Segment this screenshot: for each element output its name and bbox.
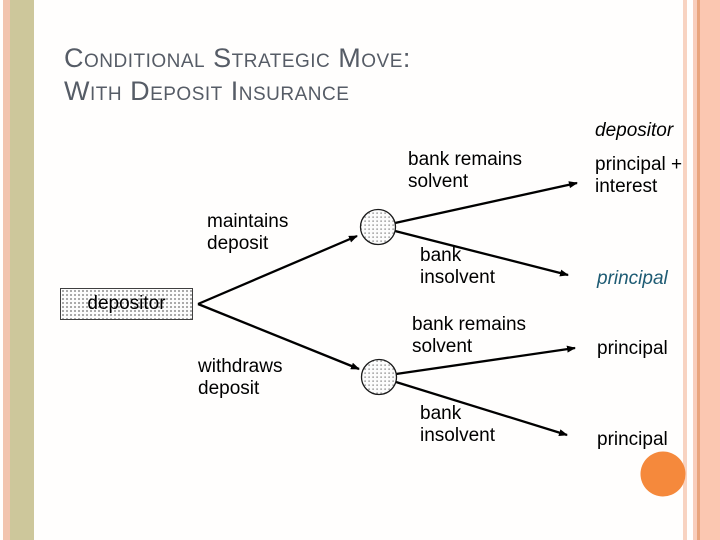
left-stripe-tan bbox=[10, 0, 34, 540]
accent-circle bbox=[640, 451, 686, 497]
branch-label-upper-bank-remains-solvent: bank remains solvent bbox=[408, 149, 523, 192]
payoff-principal-lower-insolvent: principal bbox=[597, 429, 668, 450]
slide-title-line1: Conditional Strategic Move: bbox=[64, 43, 411, 73]
branch-line-withdraws bbox=[197, 302, 360, 371]
branch-label-upper-bank-insolvent: bank insolvent bbox=[420, 245, 495, 288]
branch-line-maintains bbox=[197, 234, 358, 306]
branch-label-lower-bank-insolvent: bank insolvent bbox=[420, 403, 495, 446]
payoff-principal-lower-solvent: principal bbox=[597, 338, 668, 359]
decision-node-depositor: depositor bbox=[60, 288, 193, 320]
chance-node-upper bbox=[359, 208, 397, 246]
right-stripe-light bbox=[693, 0, 697, 540]
payoff-principal-highlighted: principal bbox=[597, 268, 668, 289]
branch-line-upper-insolvent bbox=[394, 229, 569, 277]
branch-label-lower-bank-remains-solvent: bank remains solvent bbox=[412, 314, 527, 357]
chance-node-lower bbox=[360, 358, 398, 396]
right-stripe-dark bbox=[697, 0, 700, 540]
branch-line-lower-insolvent bbox=[395, 380, 568, 437]
right-stripe-thin bbox=[683, 0, 687, 540]
slide-title: Conditional Strategic Move: With Deposit… bbox=[64, 42, 411, 108]
branch-label-withdraws-deposit: withdraws deposit bbox=[198, 356, 283, 399]
payoff-column-header: depositor bbox=[595, 120, 674, 141]
branch-label-maintains-deposit: maintains deposit bbox=[207, 211, 289, 254]
payoff-principal-plus-interest: principal + interest bbox=[595, 154, 683, 197]
left-stripe-pink bbox=[3, 0, 10, 540]
branch-line-upper-solvent bbox=[394, 181, 578, 225]
decision-node-label: depositor bbox=[87, 293, 166, 314]
slide-title-line2: With Deposit Insurance bbox=[64, 76, 350, 106]
branch-line-lower-solvent bbox=[395, 345, 576, 376]
